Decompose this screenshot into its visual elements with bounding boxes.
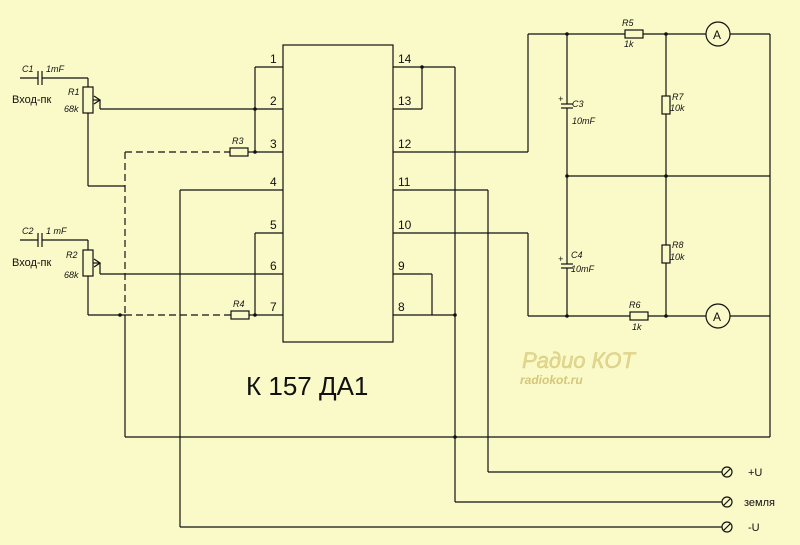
chip-name: К 157 ДА1 bbox=[246, 371, 368, 401]
r7-value: 10k bbox=[670, 103, 685, 113]
c1-ref: C1 bbox=[22, 64, 34, 74]
r8-value: 10k bbox=[670, 252, 685, 262]
pin-7: 7 bbox=[270, 300, 277, 314]
r5 bbox=[624, 29, 644, 39]
ammeter-bottom-symbol: A bbox=[713, 310, 721, 324]
c3-polarity: + bbox=[558, 94, 563, 104]
ammeter-top-symbol: A bbox=[713, 28, 721, 42]
r3-ref: R3 bbox=[232, 136, 244, 146]
pin-5: 5 bbox=[270, 218, 277, 232]
pin-3: 3 bbox=[270, 137, 277, 151]
r6 bbox=[629, 311, 649, 321]
r7-ref: R7 bbox=[672, 92, 684, 102]
pin-1: 1 bbox=[270, 52, 277, 66]
terminal-minus-u: -U bbox=[721, 521, 760, 534]
pin-8: 8 bbox=[398, 300, 405, 314]
label-plus-u: +U bbox=[748, 467, 762, 479]
c1-value: 1mF bbox=[46, 64, 65, 74]
terminal-plus-u: +U bbox=[721, 466, 762, 479]
input-1: C1 1mF Вход-пк R1 68k bbox=[12, 64, 255, 186]
r1-value: 68k bbox=[64, 104, 79, 114]
c3-value: 10mF bbox=[572, 116, 596, 126]
c4-value: 10mF bbox=[571, 264, 595, 274]
input-1-label: Вход-пк bbox=[12, 94, 52, 106]
pin-6: 6 bbox=[270, 259, 277, 273]
pin-2: 2 bbox=[270, 94, 277, 108]
r5-ref: R5 bbox=[622, 18, 634, 28]
c4-polarity: + bbox=[558, 254, 563, 264]
pin-13: 13 bbox=[398, 94, 412, 108]
label-minus-u: -U bbox=[748, 522, 760, 534]
ic-body bbox=[282, 44, 394, 343]
r8-ref: R8 bbox=[672, 240, 684, 250]
pot-r1 bbox=[82, 86, 94, 114]
pin-9: 9 bbox=[398, 259, 405, 273]
pot-r2 bbox=[82, 249, 94, 277]
terminal-ground: земля bbox=[721, 496, 775, 509]
r4 bbox=[230, 310, 250, 320]
watermark-title: Радио КОТ bbox=[522, 348, 636, 373]
r6-value: 1k bbox=[632, 322, 642, 332]
r1-ref: R1 bbox=[68, 87, 80, 97]
pin-4: 4 bbox=[270, 175, 277, 189]
c2-ref: C2 bbox=[22, 226, 34, 236]
r5-value: 1k bbox=[624, 39, 634, 49]
watermark-url: radiokot.ru bbox=[520, 373, 583, 387]
r8 bbox=[661, 244, 671, 264]
c2-value: 1 mF bbox=[46, 226, 67, 236]
c3-ref: C3 bbox=[572, 99, 584, 109]
ic-chip: 1 2 3 4 5 6 7 14 13 12 11 10 9 8 bbox=[180, 44, 422, 343]
r6-ref: R6 bbox=[629, 300, 641, 310]
c4-ref: C4 bbox=[571, 250, 583, 260]
input-2-label: Вход-пк bbox=[12, 257, 52, 269]
pin-14: 14 bbox=[398, 52, 412, 66]
r3 bbox=[229, 147, 249, 157]
r4-ref: R4 bbox=[233, 299, 245, 309]
pin-10: 10 bbox=[398, 218, 412, 232]
pin-11: 11 bbox=[398, 175, 411, 189]
r7 bbox=[661, 95, 671, 115]
label-ground: земля bbox=[744, 497, 775, 509]
r2-ref: R2 bbox=[66, 250, 78, 260]
r2-value: 68k bbox=[64, 270, 79, 280]
pin-12: 12 bbox=[398, 137, 412, 151]
input-2: C2 1 mF Вход-пк R2 68k bbox=[12, 226, 255, 315]
